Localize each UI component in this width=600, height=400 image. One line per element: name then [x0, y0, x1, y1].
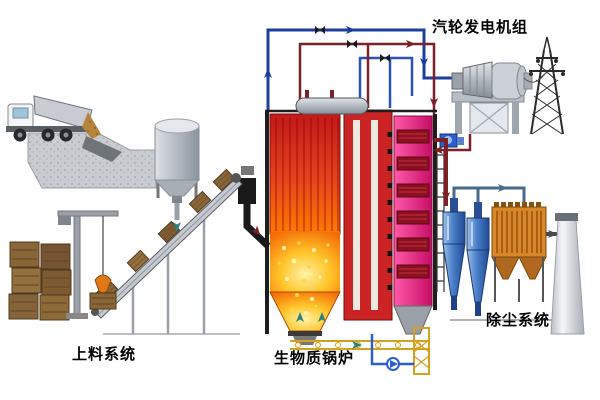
fuel-stream	[82, 112, 101, 139]
grab-crane	[57, 210, 119, 319]
head-pulley	[231, 173, 241, 183]
flue-gas-ducts	[434, 138, 560, 321]
bale-stack	[8, 241, 72, 321]
power-line	[523, 73, 546, 83]
bale-conveyor	[91, 166, 254, 335]
grab-claw	[94, 274, 112, 294]
drive-motor	[241, 166, 254, 175]
storage-silo	[153, 118, 201, 220]
steel-column-right	[433, 114, 437, 310]
tube-banks	[396, 129, 430, 279]
label-turbine-generator: 汽轮发电机组	[432, 19, 529, 36]
buckstay-bolts	[387, 132, 393, 290]
turbine-generator-set	[451, 61, 533, 134]
chimney	[550, 213, 585, 335]
transmission-tower	[523, 36, 565, 135]
ash-handling	[290, 327, 430, 375]
steam-piping	[266, 28, 472, 152]
fuel-feed-chute	[238, 178, 271, 249]
flame-sparks	[277, 241, 330, 315]
baghouse-filter	[491, 202, 547, 302]
steel-column-left	[265, 110, 269, 334]
label-dust-removal: 除尘系统	[486, 312, 551, 329]
label-feeding-system: 上料系统	[72, 346, 137, 363]
tail-pulley	[91, 308, 99, 316]
ash-elevator	[413, 327, 430, 375]
counterweight	[58, 216, 71, 225]
cyclone-separators	[442, 198, 490, 316]
steam-drum	[295, 97, 369, 115]
label-biomass-boiler: 生物质锅炉	[274, 350, 355, 367]
boiler	[265, 90, 445, 345]
grate	[288, 331, 322, 336]
dump-truck	[6, 95, 101, 142]
